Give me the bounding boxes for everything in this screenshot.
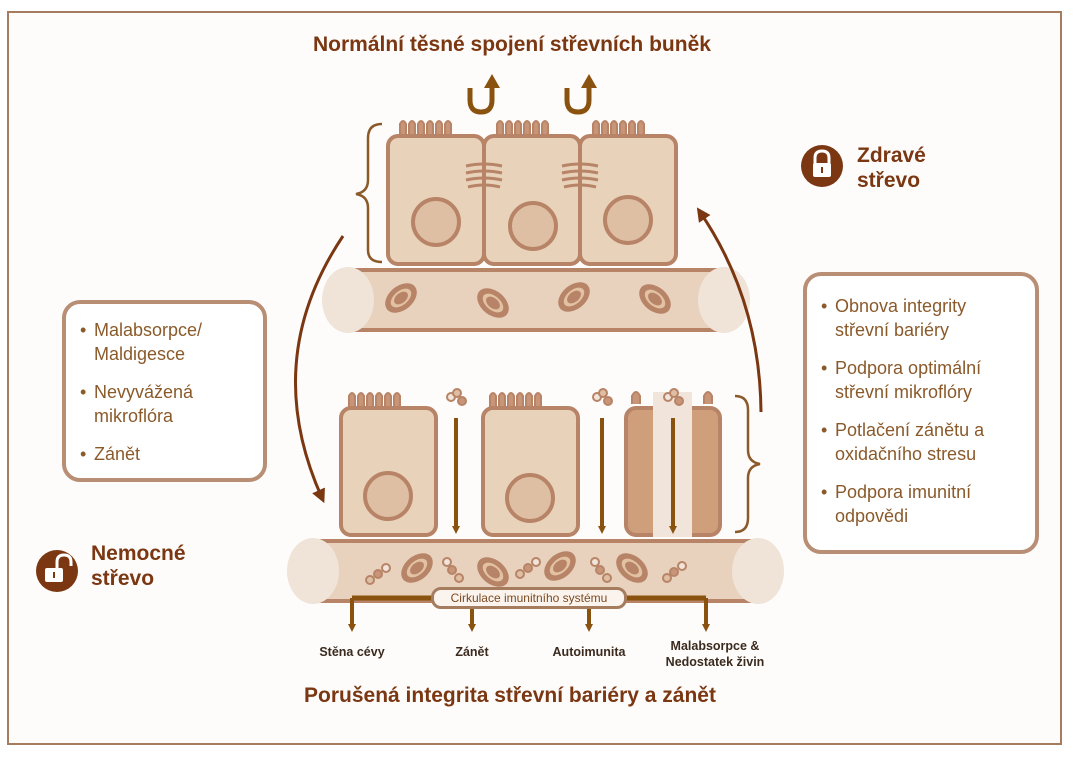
title-disrupted-barrier: Porušená integrita střevní bariéry a zán… xyxy=(304,684,716,707)
circulation-label: Cirkulace imunitního systému xyxy=(431,587,627,609)
lock-closed-icon xyxy=(801,145,843,187)
outcome-autoimmunity: Autoimunita xyxy=(552,645,626,659)
particle-cluster xyxy=(663,388,684,406)
blood-vessel-top xyxy=(322,267,750,333)
healthy-gut-label-line2: střevo xyxy=(857,169,921,192)
healthy-cells xyxy=(386,120,678,266)
benefit-item: Podpora imunitní odpovědi xyxy=(821,480,1023,528)
particle-cluster xyxy=(446,388,467,406)
healthy-gut-label-line1: Zdravé xyxy=(857,144,926,167)
u-turn-arrow-icon xyxy=(564,74,597,115)
particle-cluster xyxy=(592,388,613,406)
epithelial-cell xyxy=(386,120,486,266)
lock-open-icon xyxy=(36,550,78,592)
title-normal-tight-junction: Normální těsné spojení střevních buněk xyxy=(313,33,711,56)
cause-item: Malabsorpce/ Maldigesce xyxy=(80,318,251,366)
cycle-arrow-up xyxy=(696,207,763,413)
tight-junction xyxy=(465,162,599,189)
cycle-arrow-down xyxy=(294,235,345,504)
benefit-item: Podpora optimální střevní mikroflóry xyxy=(821,356,1023,404)
epithelial-cell xyxy=(339,392,438,537)
epithelial-cell xyxy=(482,120,582,266)
sick-gut-label-line1: Nemocné xyxy=(91,542,186,565)
damaged-cells xyxy=(339,388,722,537)
cause-item: Zánět xyxy=(80,442,251,466)
epithelial-cell xyxy=(578,120,678,266)
healthy-gut-label: Zdravé střevo xyxy=(857,143,926,193)
benefits-box: Obnova integrity střevní bariéry Podpora… xyxy=(803,272,1039,554)
outcome-inflammation: Zánět xyxy=(455,645,489,659)
cause-item: Nevyvážená mikroflóra xyxy=(80,380,251,428)
blood-vessel-bottom xyxy=(287,538,784,604)
sick-gut-label-line2: střevo xyxy=(91,567,155,590)
causes-box: Malabsorpce/ Maldigesce Nevyvážená mikro… xyxy=(62,300,267,482)
outcome-vessel-wall: Stěna cévy xyxy=(319,645,385,659)
sick-gut-label: Nemocné střevo xyxy=(91,541,186,591)
outcome-malabsorption: Malabsorpce & Nedostatek živin xyxy=(665,639,765,669)
u-turn-arrow-icon xyxy=(467,74,500,115)
benefit-item: Potlačení zánětu a oxidačního stresu xyxy=(821,418,1023,466)
bracket-right xyxy=(734,394,761,534)
epithelial-cell xyxy=(481,392,580,537)
bracket-left xyxy=(355,122,383,264)
benefit-item: Obnova integrity střevní bariéry xyxy=(821,294,1023,342)
